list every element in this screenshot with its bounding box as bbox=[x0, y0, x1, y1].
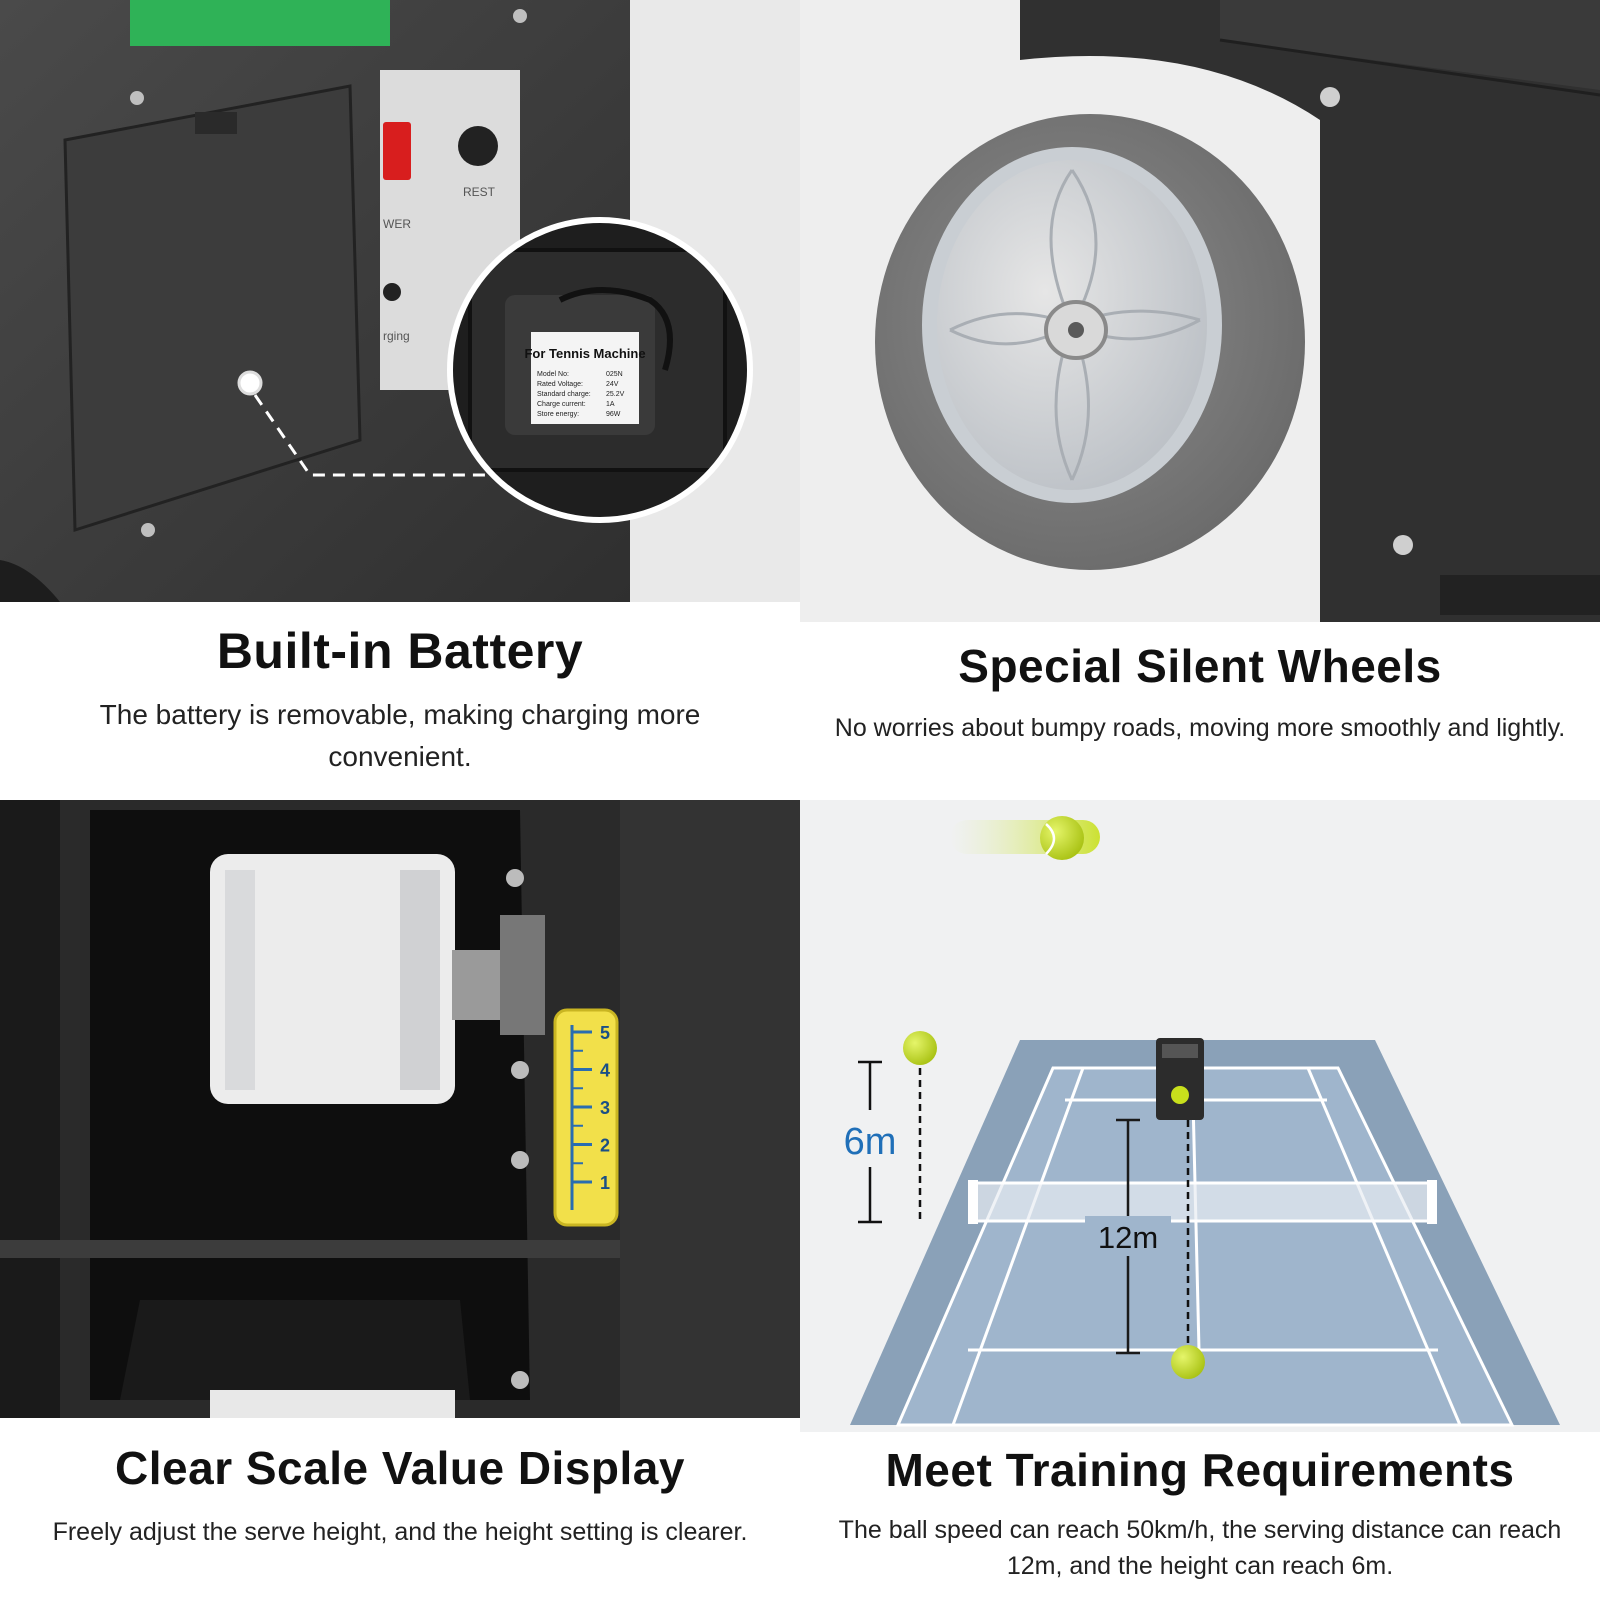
bolt-icon bbox=[506, 869, 524, 887]
power-label: WER bbox=[383, 217, 411, 231]
rest-button[interactable] bbox=[458, 126, 498, 166]
battery-zoom: For Tennis Machine Model No: 025N Rated Vo… bbox=[450, 220, 750, 520]
panel-description: No worries about bumpy roads, moving mor… bbox=[834, 714, 1566, 742]
panel-built-in-battery: REST WER rging For Tennis Machine Model … bbox=[0, 0, 800, 800]
ball-machine bbox=[1156, 1038, 1204, 1120]
spec-value: 1A bbox=[606, 401, 615, 408]
cover-latch[interactable] bbox=[195, 112, 237, 134]
screw-icon bbox=[1320, 87, 1340, 107]
screw-icon bbox=[130, 91, 144, 105]
battery-cover[interactable] bbox=[63, 84, 362, 533]
scale-photo: 5 4 3 2 1 bbox=[0, 800, 800, 1418]
spec-key: Model No: bbox=[537, 371, 569, 378]
distance-label: 12m bbox=[1098, 1220, 1158, 1255]
battery-photo: REST WER rging For Tennis Machine Model … bbox=[0, 0, 800, 602]
spec-value: 24V bbox=[606, 381, 619, 388]
scale-number: 1 bbox=[600, 1173, 610, 1193]
training-caption: Meet Training Requirements The ball spee… bbox=[800, 1442, 1600, 1584]
tennis-ball-icon bbox=[1171, 1345, 1205, 1379]
tennis-net bbox=[968, 1181, 1437, 1223]
scale-number: 4 bbox=[600, 1061, 610, 1081]
machine-body bbox=[1020, 0, 1600, 622]
battery-specs: Model No: 025N Rated Voltage: 24V Standard c… bbox=[537, 371, 625, 418]
feed-roller bbox=[210, 854, 455, 1104]
court-diagram: 12m 6m bbox=[800, 800, 1600, 1432]
green-panel bbox=[130, 0, 390, 46]
panel-description: The battery is removable, making chargin… bbox=[99, 699, 701, 772]
panel-title: Special Silent Wheels bbox=[958, 640, 1442, 692]
spec-value: 25.2V bbox=[606, 391, 625, 398]
bolt-icon bbox=[511, 1371, 529, 1389]
panel-title: Built-in Battery bbox=[216, 623, 584, 679]
spec-key: Rated Voltage: bbox=[537, 381, 583, 388]
screw-icon bbox=[513, 9, 527, 23]
rest-label: REST bbox=[463, 185, 496, 199]
scale-number: 2 bbox=[600, 1136, 610, 1156]
bolt-icon bbox=[511, 1061, 529, 1079]
zoom-ring bbox=[447, 217, 753, 523]
wheel-photo bbox=[800, 0, 1600, 622]
scale-number: 5 bbox=[600, 1023, 610, 1043]
charging-label: rging bbox=[383, 329, 410, 343]
court-lines bbox=[895, 1066, 1515, 1427]
scale-caption: Clear Scale Value Display Freely adjust … bbox=[0, 1440, 800, 1550]
bolt-icon bbox=[511, 1151, 529, 1169]
spec-key: Standard charge: bbox=[537, 391, 591, 398]
power-switch[interactable] bbox=[383, 122, 411, 180]
pointer-dot bbox=[237, 370, 263, 396]
spec-key: Store energy: bbox=[537, 411, 579, 418]
scale-ticks: 5 4 3 2 1 bbox=[572, 1023, 610, 1193]
battery-caption: Built-in Battery The battery is removabl… bbox=[0, 622, 800, 778]
screw-icon bbox=[141, 523, 155, 537]
panel-title: Clear Scale Value Display bbox=[115, 1442, 685, 1494]
spec-value: 96W bbox=[606, 411, 621, 418]
charging-port bbox=[383, 283, 401, 301]
panel-description: Freely adjust the serve height, and the … bbox=[52, 1518, 748, 1546]
wheels-caption: Special Silent Wheels No worries about b… bbox=[800, 638, 1600, 746]
panel-training-requirements: 12m 6m Meet Training Requirements The ba… bbox=[800, 800, 1600, 1600]
spec-key: Charge current: bbox=[537, 401, 586, 408]
panel-description: The ball speed can reach 50km/h, the ser… bbox=[838, 1516, 1562, 1580]
screw-icon bbox=[1393, 535, 1413, 555]
height-label: 6m bbox=[844, 1121, 897, 1163]
battery-label-title: For Tennis Machine bbox=[524, 346, 645, 361]
panel-title: Meet Training Requirements bbox=[885, 1444, 1515, 1496]
scale-number: 3 bbox=[600, 1098, 610, 1118]
panel-scale-display: 5 4 3 2 1 Clear Scale Value Display Freely a… bbox=[0, 800, 800, 1600]
battery-label bbox=[531, 332, 639, 424]
tennis-ball-icon bbox=[903, 1031, 937, 1065]
panel-silent-wheels: Special Silent Wheels No worries about b… bbox=[800, 0, 1600, 800]
spec-value: 025N bbox=[606, 371, 623, 378]
